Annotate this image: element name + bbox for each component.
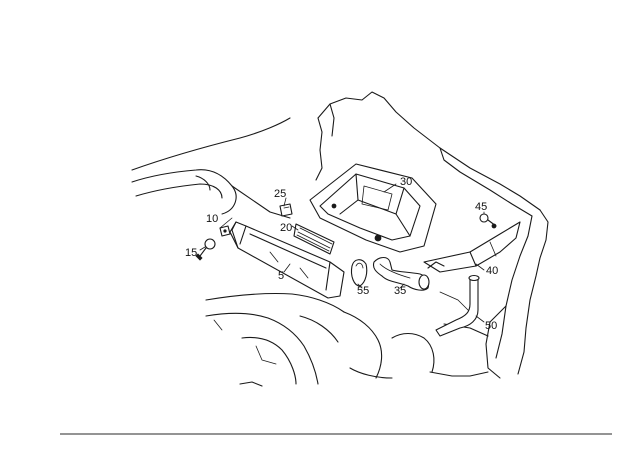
part-40-bracket (423, 221, 521, 273)
callout-labels: 5 10 15 20 25 30 35 40 45 50 55 (185, 176, 498, 332)
callout-5: 5 (278, 270, 284, 282)
leader-lines (199, 183, 485, 323)
part-45-bolt (479, 213, 497, 229)
vehicle-body-outline (131, 91, 549, 387)
callout-55: 55 (357, 285, 369, 297)
callout-35: 35 (394, 285, 406, 297)
callout-15: 15 (185, 247, 197, 259)
callout-40: 40 (486, 265, 498, 277)
callout-25: 25 (274, 188, 286, 200)
callout-20: 20 (280, 222, 292, 234)
callout-50: 50 (485, 320, 497, 332)
part-30-tray (309, 163, 437, 253)
part-35-hose (372, 256, 430, 291)
part-10-bracket (219, 225, 231, 237)
part-25-clip (279, 203, 293, 217)
callout-30: 30 (400, 176, 412, 188)
part-20-cover (293, 223, 335, 255)
part-55-grommet (350, 259, 368, 287)
part-50-tube (435, 274, 480, 337)
callout-10: 10 (206, 213, 218, 225)
part-15-screw (195, 238, 216, 261)
callout-45: 45 (475, 201, 487, 213)
part-5-duct (229, 221, 345, 299)
